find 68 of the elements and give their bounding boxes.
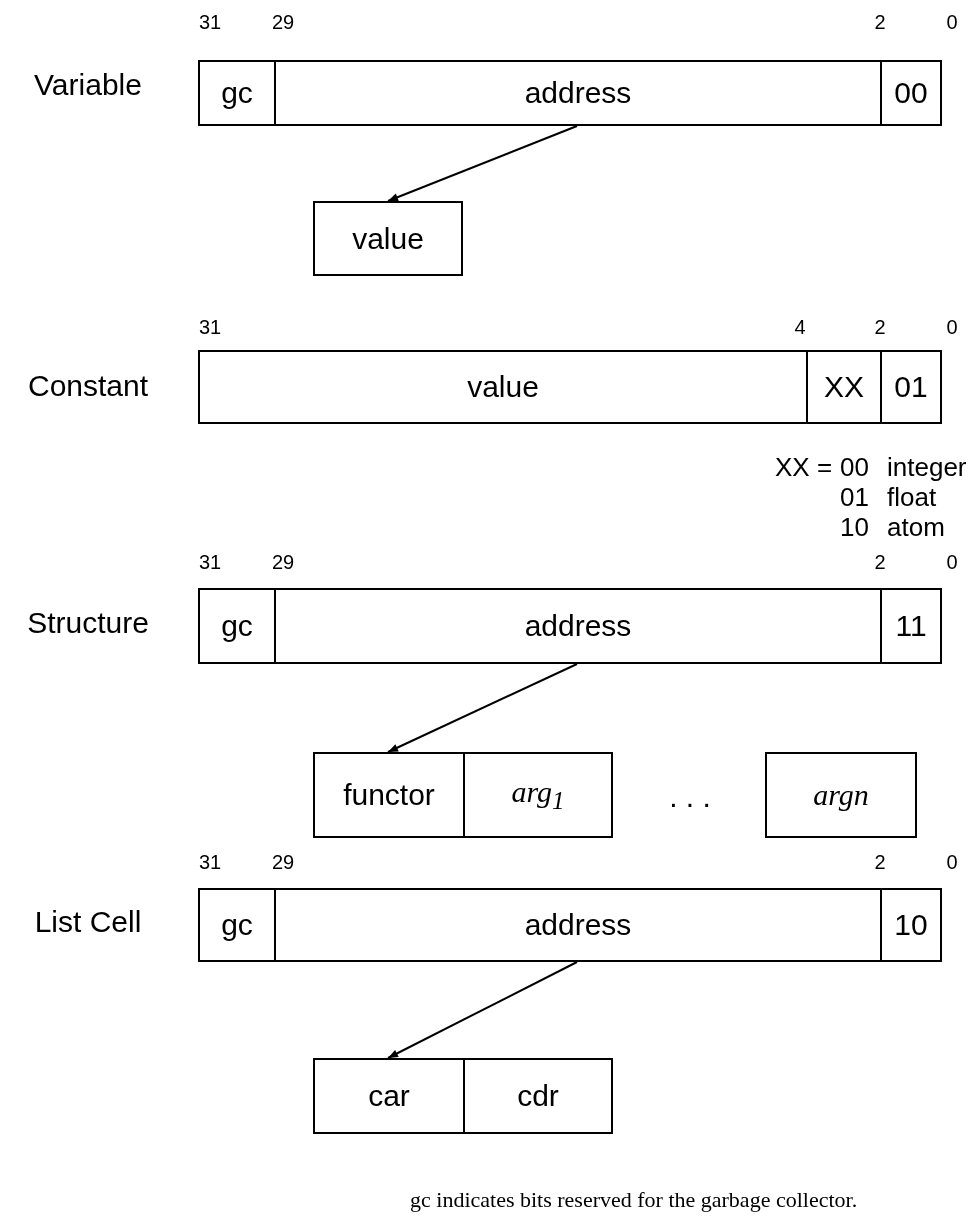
field-text: address: [524, 76, 632, 110]
field-cell: [198, 888, 276, 962]
field-cell: [274, 60, 882, 126]
arrow: [387, 663, 578, 753]
bit-number: 31: [198, 315, 222, 339]
code-value: 01: [840, 481, 869, 513]
field-cell: [880, 350, 942, 424]
field-text: 00: [894, 76, 928, 110]
bit-number: 31: [198, 850, 222, 874]
field-text: arg$_{1}$: [511, 775, 565, 815]
footnote: gc indicates bits reserved for the garbage collector.: [410, 1187, 858, 1213]
field-cell: [806, 350, 882, 424]
field-cell: [198, 350, 808, 424]
field-text: 10: [894, 908, 928, 942]
row-label: Structure: [27, 606, 149, 640]
bit-number: 0: [946, 850, 958, 874]
bit-number: 31: [198, 550, 222, 574]
field-text: address: [524, 908, 632, 942]
field-cell: [880, 888, 942, 962]
field-cell: [274, 888, 882, 962]
arrow: [387, 125, 578, 202]
bit-number: 0: [946, 315, 958, 339]
bit-number: 2: [874, 315, 886, 339]
code-meaning: atom: [887, 511, 945, 543]
field-cell: [463, 1058, 613, 1134]
field-cell: [765, 752, 917, 838]
ellipsis: . . .: [669, 780, 711, 814]
bit-number: 0: [946, 550, 958, 574]
field-cell: [274, 588, 882, 664]
bit-number: 31: [198, 10, 222, 34]
field-cell: [880, 588, 942, 664]
field-cell: [313, 752, 465, 838]
code-meaning: integer: [887, 451, 967, 483]
field-text: argn: [813, 778, 869, 812]
field-text: address: [524, 609, 632, 643]
field-cell: [198, 588, 276, 664]
field-text: 11: [895, 609, 927, 643]
field-cell: [463, 752, 613, 838]
bit-number: 29: [271, 850, 295, 874]
bit-number: 2: [874, 850, 886, 874]
bit-number: 2: [874, 10, 886, 34]
field-cell: [313, 201, 463, 276]
field-cell: [880, 60, 942, 126]
code-value: 00: [840, 451, 869, 483]
bit-number: 4: [794, 315, 806, 339]
field-text: value: [352, 221, 424, 256]
legend-text: XX =: [775, 451, 833, 483]
field-text: car: [368, 1079, 410, 1113]
field-text: functor: [343, 778, 435, 812]
field-text: gc: [221, 76, 253, 110]
row-label: List Cell: [34, 905, 142, 939]
code-value: 10: [840, 511, 869, 543]
field-text: value: [467, 370, 539, 404]
arrow: [387, 961, 578, 1059]
bit-number: 0: [946, 10, 958, 34]
field-cell: [198, 60, 276, 126]
bit-number: 29: [271, 550, 295, 574]
bit-number: 29: [271, 10, 295, 34]
field-cell: [313, 1058, 465, 1134]
field-text: 01: [894, 370, 928, 404]
row-label: Variable: [34, 68, 142, 102]
code-meaning: float: [887, 481, 937, 513]
field-text: cdr: [517, 1079, 559, 1113]
row-label: Constant: [27, 369, 149, 403]
field-text: gc: [221, 609, 253, 643]
field-text: gc: [221, 908, 253, 942]
bit-number: 2: [874, 550, 886, 574]
field-text: XX: [824, 370, 864, 404]
